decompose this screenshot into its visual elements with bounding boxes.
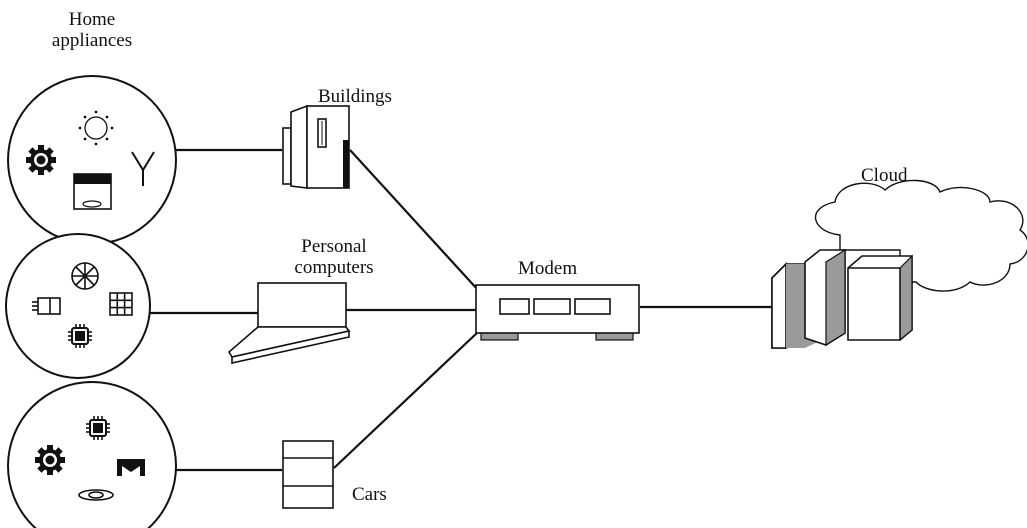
home-appliances-label: Home appliances <box>44 9 140 51</box>
building-icon <box>283 106 349 188</box>
laptop-icon <box>229 283 349 363</box>
server-icon <box>772 250 912 348</box>
home-appliances-label-line1: Home <box>44 9 140 30</box>
car-icon <box>283 441 333 508</box>
appliance-group-computers <box>6 234 150 378</box>
home-appliances-label-line2: appliances <box>44 30 140 51</box>
connection-lines <box>150 150 772 470</box>
personal-computers-label-line1: Personal <box>286 236 382 257</box>
buildings-label: Buildings <box>318 86 392 107</box>
personal-computers-label: Personal computers <box>286 236 382 278</box>
grid-icon <box>110 293 132 315</box>
appliance-circle <box>8 382 176 528</box>
link-cars-modem <box>334 332 478 468</box>
gear-icon <box>35 445 65 475</box>
modem-label: Modem <box>518 258 577 279</box>
display-icon <box>74 174 111 209</box>
gear-icon <box>26 145 56 175</box>
fan-icon <box>72 263 98 289</box>
personal-computers-label-line2: computers <box>286 257 382 278</box>
modem-icon <box>476 285 639 340</box>
cars-label: Cars <box>352 484 387 505</box>
cloud-label: Cloud <box>861 165 907 186</box>
appliance-group-cars <box>8 382 176 528</box>
appliance-group-home <box>8 76 176 244</box>
